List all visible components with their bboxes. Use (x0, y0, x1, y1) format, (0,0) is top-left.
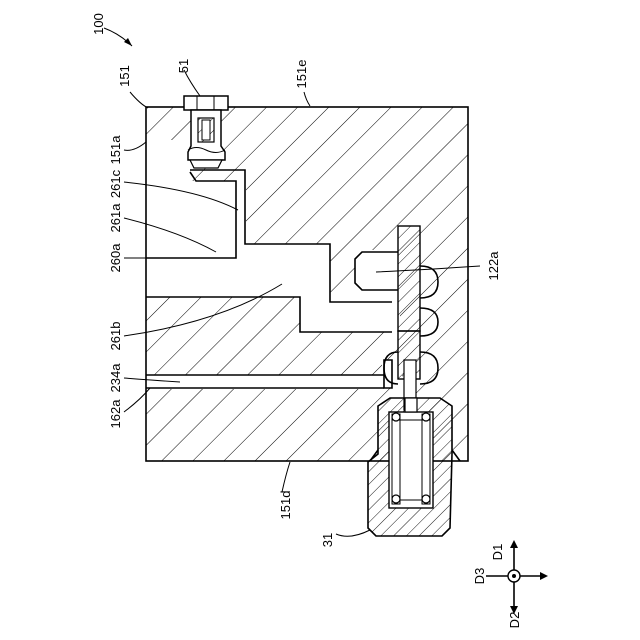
label-261c: 261c (108, 169, 123, 198)
axis-d1-label: D1 (490, 544, 505, 561)
direction-indicator: D1 D2 D3 (472, 540, 548, 628)
label-151a: 151a (108, 135, 123, 165)
label-260a: 260a (108, 243, 123, 273)
component-31 (368, 398, 460, 536)
axis-d2-label: D2 (507, 612, 522, 629)
label-151: 151 (117, 65, 132, 87)
label-261b: 261b (108, 322, 123, 351)
component-51 (184, 96, 228, 168)
label-151e: 151e (294, 60, 309, 89)
label-100: 100 (91, 13, 106, 35)
label-162a: 162a (108, 399, 123, 429)
label-261a: 261a (108, 203, 123, 233)
label-234a: 234a (108, 363, 123, 393)
label-51: 51 (176, 59, 191, 73)
label-151d: 151d (278, 491, 293, 520)
label-31: 31 (320, 533, 335, 547)
label-122a: 122a (486, 251, 501, 281)
axis-d3-label: D3 (472, 568, 487, 585)
